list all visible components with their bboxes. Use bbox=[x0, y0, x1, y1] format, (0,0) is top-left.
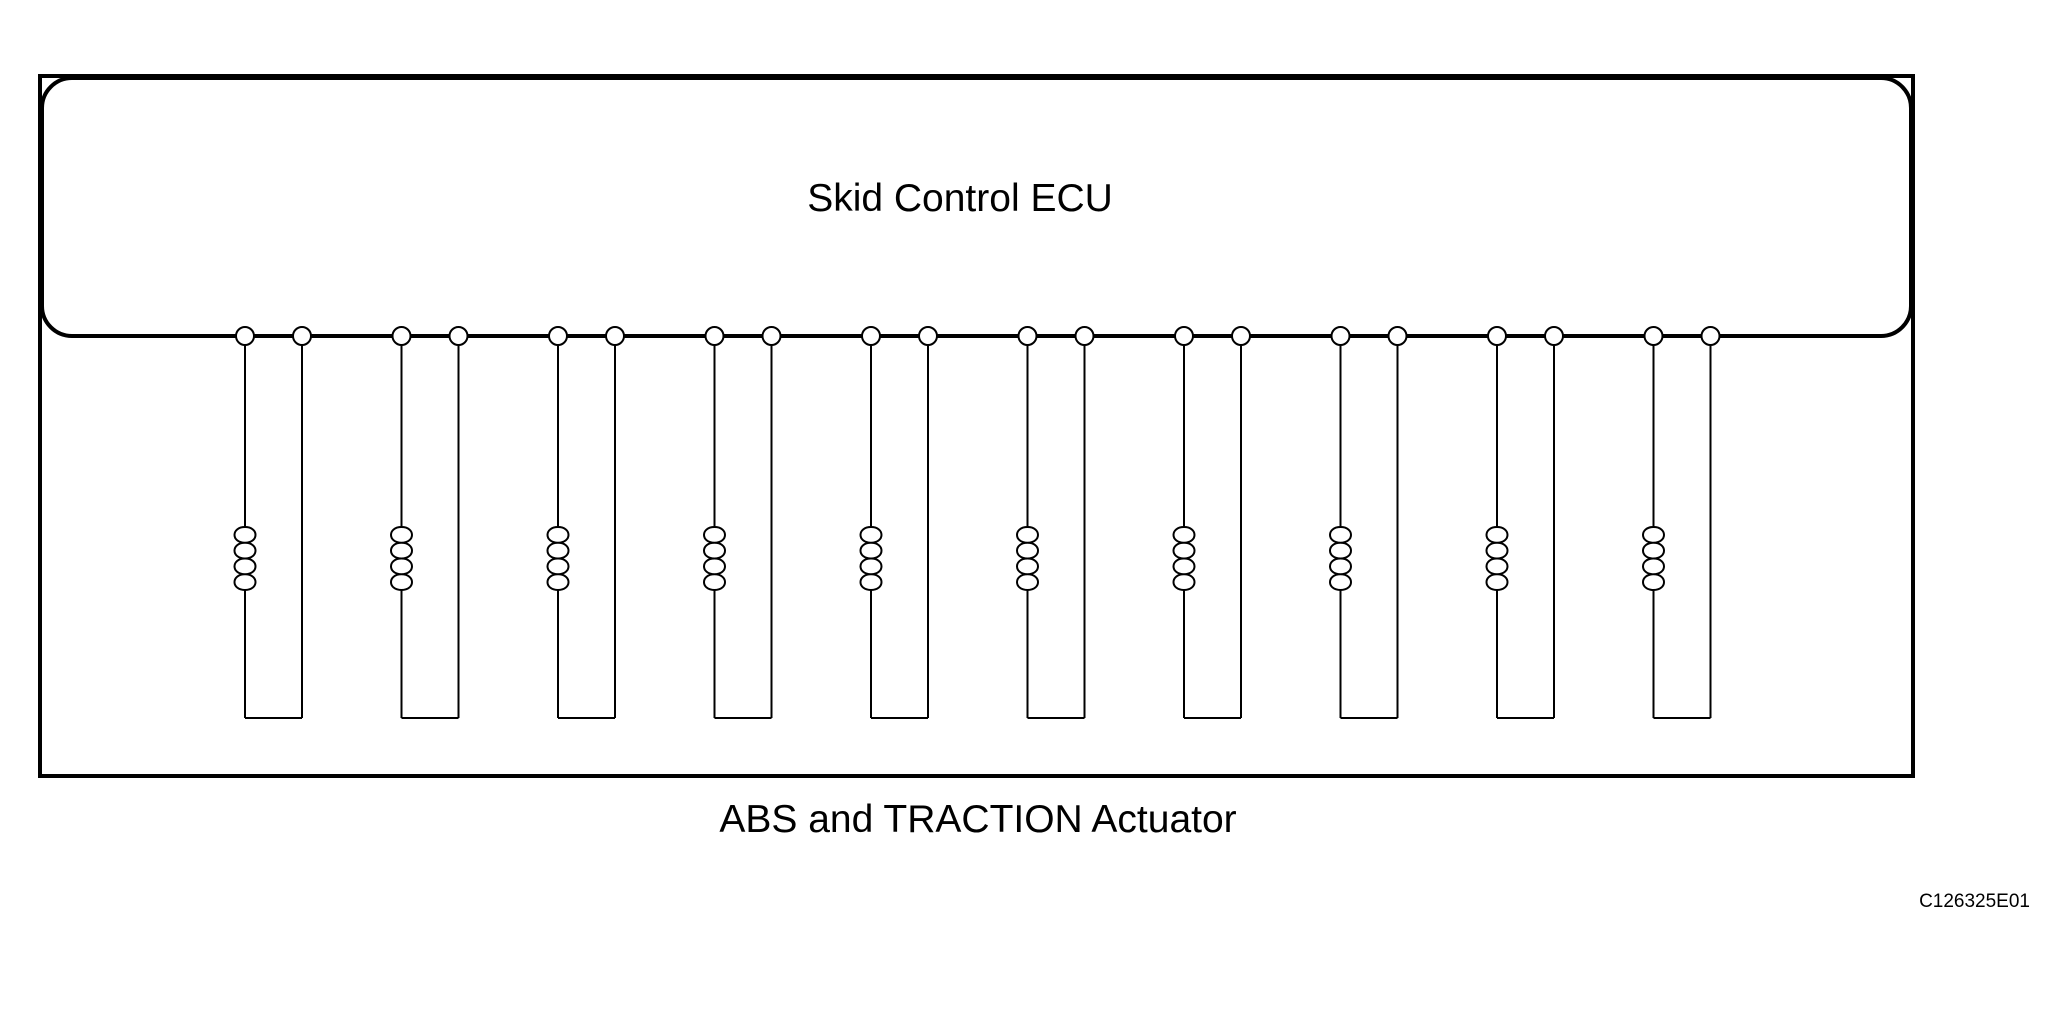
terminal-icon bbox=[1330, 326, 1351, 346]
actuator-label: ABS and TRACTION Actuator bbox=[719, 798, 1236, 841]
terminal-icon bbox=[861, 326, 881, 346]
solenoid-circuit bbox=[1642, 326, 1721, 719]
solenoid-circuit bbox=[1485, 326, 1564, 719]
terminal-icon bbox=[235, 326, 255, 346]
terminal-icon bbox=[548, 326, 568, 346]
coil-icon bbox=[233, 526, 257, 591]
solenoid-circuit bbox=[1172, 326, 1251, 719]
terminal-icon bbox=[448, 326, 469, 346]
terminal-icon bbox=[1700, 326, 1721, 346]
coil-icon bbox=[1329, 526, 1352, 591]
terminal-icon bbox=[704, 326, 725, 346]
terminal-icon bbox=[1643, 326, 1664, 346]
figure-code: C126325E01 bbox=[1919, 891, 2030, 912]
terminal-icon bbox=[918, 326, 938, 346]
terminal-icon bbox=[1017, 326, 1038, 346]
ecu-label: Skid Control ECU bbox=[807, 177, 1113, 220]
solenoid-circuit bbox=[233, 326, 312, 719]
terminal-icon bbox=[292, 326, 312, 346]
coil-icon bbox=[390, 526, 413, 591]
terminal-icon bbox=[761, 326, 782, 346]
terminal-icon bbox=[1231, 326, 1251, 346]
coil-icon bbox=[1172, 526, 1196, 591]
coil-icon bbox=[859, 526, 883, 591]
terminal-icon bbox=[1544, 326, 1564, 346]
solenoid-circuit bbox=[546, 326, 625, 719]
terminal-icon bbox=[391, 326, 412, 346]
terminal-icon bbox=[1487, 326, 1507, 346]
coil-icon bbox=[1485, 526, 1509, 591]
solenoid-circuits bbox=[233, 326, 1721, 719]
terminal-icon bbox=[605, 326, 625, 346]
terminal-icon bbox=[1074, 326, 1095, 346]
solenoid-circuit bbox=[390, 326, 469, 719]
coil-icon bbox=[1016, 526, 1039, 591]
solenoid-circuit bbox=[703, 326, 782, 719]
solenoid-circuit bbox=[859, 326, 938, 719]
coil-icon bbox=[1642, 526, 1665, 591]
coil-icon bbox=[703, 526, 726, 591]
terminal-icon bbox=[1387, 326, 1408, 346]
terminal-icon bbox=[1174, 326, 1194, 346]
ecu-box bbox=[40, 76, 1913, 338]
solenoid-circuit bbox=[1329, 326, 1408, 719]
solenoid-circuit bbox=[1016, 326, 1095, 719]
coil-icon bbox=[546, 526, 570, 591]
